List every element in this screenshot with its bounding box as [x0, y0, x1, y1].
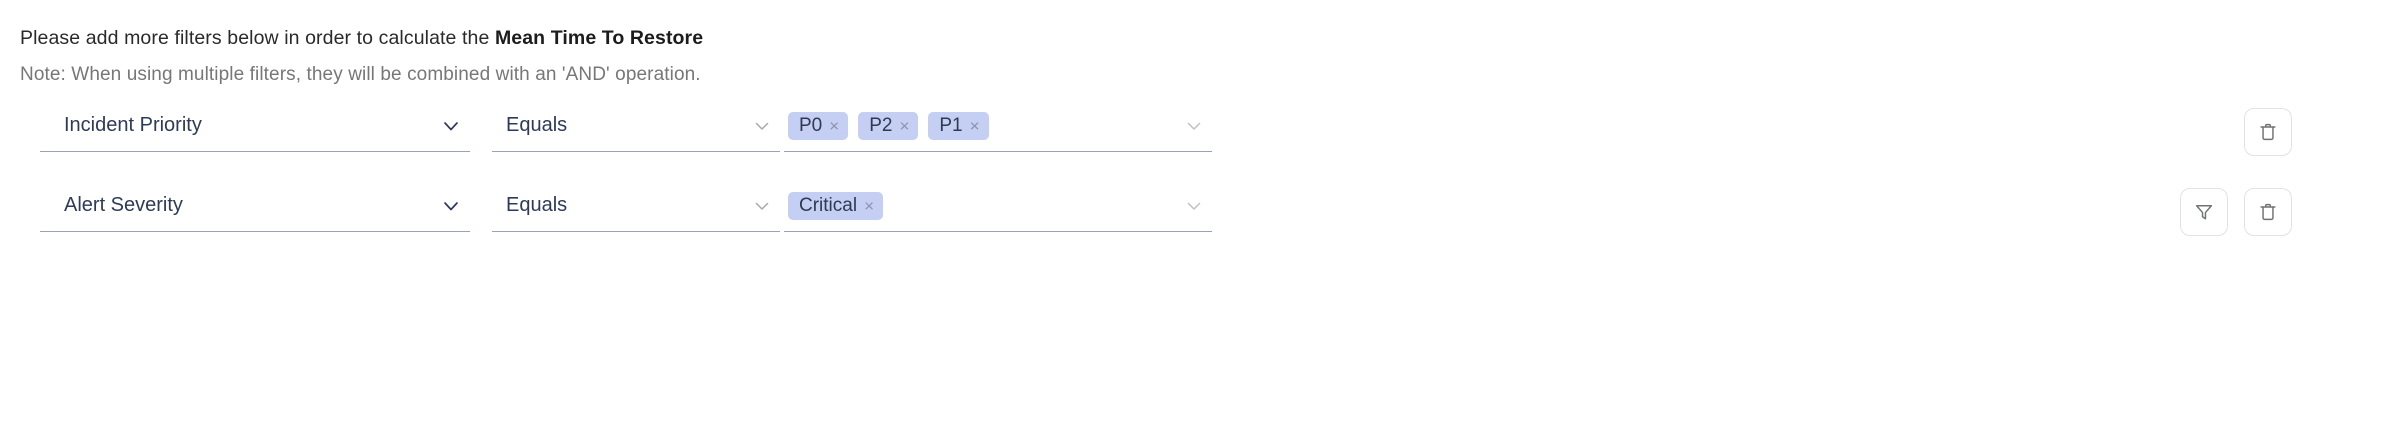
filter-attribute-value: Alert Severity: [64, 194, 183, 216]
filter-value-tags: Critical ×: [788, 191, 1184, 220]
filter-row: Alert Severity Equals Cr: [0, 180, 2408, 260]
chevron-down-icon[interactable]: [752, 196, 772, 216]
filter-row: Incident Priority Equals: [0, 100, 2408, 180]
filter-operator-value: Equals: [506, 114, 568, 136]
chevron-down-icon[interactable]: [752, 116, 772, 136]
chevron-down-icon[interactable]: [1184, 116, 1204, 136]
filter-attribute-select[interactable]: Alert Severity: [40, 180, 470, 232]
intro-prefix: Please add more filters below in order t…: [20, 27, 495, 49]
value-tag-label: P2: [869, 114, 893, 136]
chevron-down-icon[interactable]: [440, 115, 462, 137]
filter-operator-value: Equals: [506, 194, 568, 216]
filter-attribute-value: Incident Priority: [64, 114, 202, 136]
value-tag[interactable]: Critical ×: [788, 191, 883, 220]
filter-attribute-select[interactable]: Incident Priority: [40, 100, 470, 152]
value-tag[interactable]: P2 ×: [858, 111, 919, 140]
add-filter-button[interactable]: [2180, 188, 2228, 236]
delete-filter-button[interactable]: [2244, 188, 2292, 236]
delete-filter-button[interactable]: [2244, 108, 2292, 156]
chevron-down-icon[interactable]: [440, 195, 462, 217]
filter-rows: Incident Priority Equals: [0, 100, 2408, 260]
chevron-down-icon[interactable]: [1184, 196, 1204, 216]
remove-tag-icon[interactable]: ×: [864, 196, 874, 215]
value-tag-label: P1: [939, 114, 963, 136]
metric-name: Mean Time To Restore: [494, 27, 704, 49]
filter-operator-select[interactable]: Equals: [492, 100, 780, 152]
funnel-icon: [2193, 201, 2215, 223]
filter-values-select[interactable]: P0 × P2 × P1 ×: [784, 100, 1212, 152]
note-text: Note: When using multiple filters, they …: [20, 64, 701, 85]
value-tag[interactable]: P1 ×: [928, 111, 989, 140]
remove-tag-icon[interactable]: ×: [829, 116, 840, 135]
filter-row-actions: [2180, 188, 2292, 236]
intro-text: Please add more filters below in order t…: [20, 25, 703, 51]
filter-operator-select[interactable]: Equals: [492, 180, 780, 232]
trash-icon: [2257, 121, 2279, 143]
value-tag-label: P0: [799, 114, 823, 136]
value-tag[interactable]: P0 ×: [788, 111, 849, 140]
remove-tag-icon[interactable]: ×: [899, 116, 910, 135]
filter-values-select[interactable]: Critical ×: [784, 180, 1212, 232]
remove-tag-icon[interactable]: ×: [969, 116, 980, 135]
trash-icon: [2257, 201, 2279, 223]
value-tag-label: Critical: [799, 194, 858, 216]
filter-value-tags: P0 × P2 × P1 ×: [788, 111, 1184, 140]
filter-row-actions: [2244, 108, 2292, 156]
